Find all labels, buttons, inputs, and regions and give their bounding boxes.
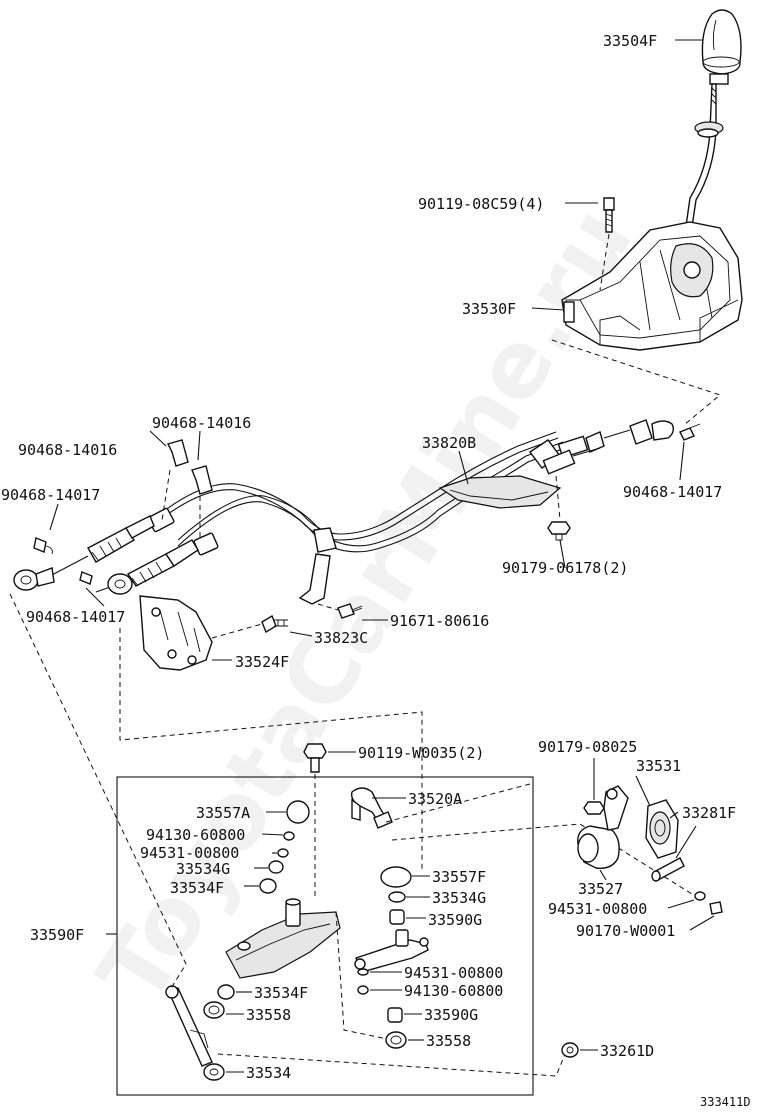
label-94531-00800-b: 94531-00800 (404, 964, 503, 982)
label-90468-14016-b: 90468-14016 (18, 441, 117, 459)
label-33534g-b: 33534G (432, 889, 486, 907)
label-33504f: 33504F (603, 32, 657, 50)
bracket-33524f (139, 595, 213, 671)
nut-90179-06178 (547, 521, 571, 541)
bush-33534f (259, 878, 277, 894)
label-90170-w0001: 90170-W0001 (576, 922, 675, 940)
label-90119-w0035: 90119-W0035(2) (358, 744, 484, 762)
collar-33590g-upper (389, 909, 405, 925)
washer-94531-00800-right (357, 968, 369, 976)
label-33590f: 33590F (30, 926, 84, 944)
label-33558-b: 33558 (426, 1032, 471, 1050)
label-33520a: 33520A (408, 790, 462, 808)
clip-90170-w0001 (709, 901, 723, 915)
label-94130-60800-a: 94130-60800 (146, 826, 245, 844)
label-33590g-b: 33590G (424, 1006, 478, 1024)
collar-33590g-lower (387, 1007, 403, 1023)
label-33527: 33527 (578, 880, 623, 898)
label-90468-14017-c: 90468-14017 (26, 608, 125, 626)
label-33557a: 33557A (196, 804, 250, 822)
bush-33558-right (385, 1031, 407, 1049)
label-90179-08025: 90179-08025 (538, 738, 637, 756)
bolt-91671-80616 (337, 603, 363, 619)
shift-lever-33520a (350, 787, 393, 829)
bolt-90119-w0035 (303, 743, 327, 773)
label-94130-60800-b: 94130-60800 (404, 982, 503, 1000)
label-33261d: 33261D (600, 1042, 654, 1060)
lever-33534 (165, 985, 225, 1081)
ball-33557f (380, 866, 412, 888)
label-33524f: 33524F (235, 653, 289, 671)
label-91671-80616: 91671-80616 (390, 612, 489, 630)
bush-33534g (268, 860, 284, 874)
shift-knob (701, 9, 742, 85)
shift-lever-rod (683, 83, 724, 241)
label-33823c: 33823C (314, 629, 368, 647)
label-33534g-a: 33534G (176, 860, 230, 878)
label-33534f-a: 33534F (170, 879, 224, 897)
clip-90468-14017 (33, 423, 701, 585)
washer-94531-00800 (277, 848, 289, 858)
bracket-33531 (645, 799, 679, 859)
label-90468-14016-a: 90468-14016 (152, 414, 251, 432)
label-33557f: 33557F (432, 868, 486, 886)
bush-33261d (561, 1042, 579, 1058)
shift-cables (13, 419, 675, 605)
label-90119-08c59: 90119-08C59(4) (418, 195, 544, 213)
subassembly-box (116, 776, 534, 1096)
washer-94130-60800 (283, 831, 295, 841)
label-33534: 33534 (246, 1064, 291, 1082)
label-33590g-a: 33590G (428, 911, 482, 929)
label-33820b: 33820B (422, 434, 476, 452)
label-33534f-b: 33534F (254, 984, 308, 1002)
label-94531-00800-a: 94531-00800 (140, 844, 239, 862)
ball-33557a (286, 800, 310, 824)
shift-lever-housing (561, 221, 743, 351)
pin-33281f (651, 857, 685, 882)
bolt-33823c (261, 614, 288, 634)
label-33530f: 33530F (462, 300, 516, 318)
label-33531: 33531 (636, 757, 681, 775)
nut-90179-08025 (583, 801, 605, 815)
clip-90468-14016 (166, 439, 213, 495)
washer-94130-60800-right (357, 985, 369, 995)
washer-94531-00800-side (694, 891, 706, 901)
bush-33534g-right (388, 891, 406, 903)
bush-33534f-lower (217, 984, 235, 1000)
label-90179-06178: 90179-06178(2) (502, 559, 628, 577)
label-90468-14017-b: 90468-14017 (1, 486, 100, 504)
label-33558-a: 33558 (246, 1006, 291, 1024)
bolt-90119-08c59 (603, 197, 615, 233)
diagram-code: 333411D (700, 1095, 751, 1109)
label-94531-00800-c: 94531-00800 (548, 900, 647, 918)
lever-33527 (577, 785, 629, 869)
selecting-bellcrank (225, 898, 341, 979)
label-33281f: 33281F (682, 804, 736, 822)
label-90468-14017-a: 90468-14017 (623, 483, 722, 501)
bush-33558-left (203, 1001, 225, 1019)
